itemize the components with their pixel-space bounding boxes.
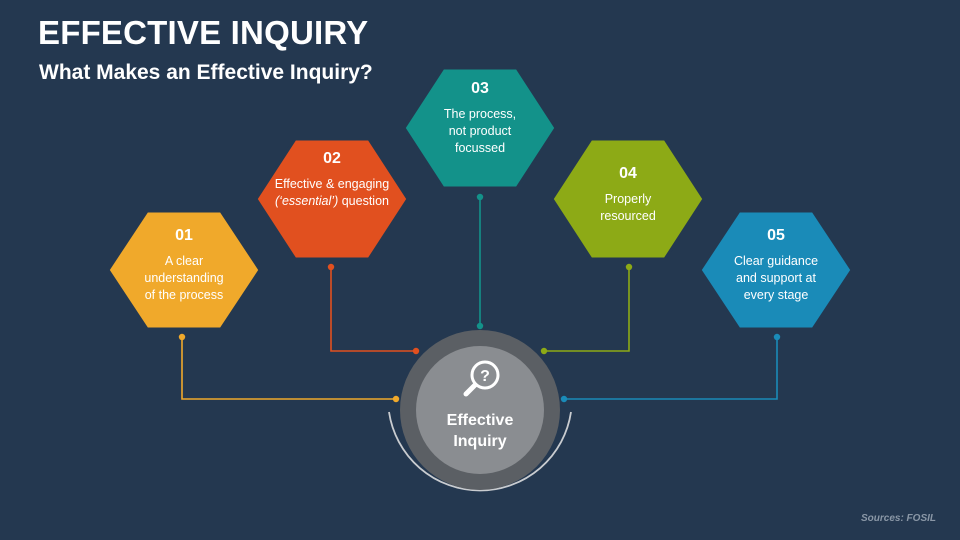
slide-title: EFFECTIVE INQUIRY bbox=[38, 14, 369, 51]
center-hub: ? bbox=[388, 330, 572, 492]
connector-dot bbox=[540, 347, 548, 355]
step-number: 03 bbox=[471, 80, 489, 97]
hexagon-01-text: 01 A clear understanding of the process bbox=[124, 227, 244, 304]
hexagon-03 bbox=[402, 66, 558, 190]
hexagon-02-text: 02 Effective & engaging (‘essential’) qu… bbox=[262, 150, 402, 210]
connector-dot bbox=[327, 263, 335, 271]
source-note: Sources: FOSIL bbox=[860, 513, 936, 524]
connector-dot bbox=[560, 395, 568, 403]
hexagon-04-text: 04 Properly resourced bbox=[568, 165, 688, 225]
connector-05 bbox=[564, 337, 778, 400]
step-description: Properly resourced bbox=[600, 192, 656, 223]
step-description: A clear understanding of the process bbox=[144, 254, 224, 302]
hexagon-01 bbox=[106, 209, 262, 331]
svg-text:?: ? bbox=[480, 368, 490, 385]
hexagon-05-text: 05 Clear guidance and support at every s… bbox=[714, 227, 838, 304]
connector-dot bbox=[392, 395, 400, 403]
connector-dot bbox=[476, 322, 484, 330]
connector-dot bbox=[412, 347, 420, 355]
hexagons bbox=[106, 66, 854, 331]
step-number: 01 bbox=[175, 227, 193, 244]
connector-dot bbox=[178, 333, 186, 341]
center-inner-circle bbox=[416, 346, 544, 474]
step-description: Clear guidance and support at every stag… bbox=[733, 254, 819, 302]
connector-02 bbox=[330, 267, 416, 352]
slide-subtitle: What Makes an Effective Inquiry? bbox=[39, 61, 373, 84]
connector-04 bbox=[544, 267, 630, 352]
connectors bbox=[181, 197, 778, 400]
step-description: The process, not product focussed bbox=[443, 107, 517, 155]
step-number: 04 bbox=[619, 165, 637, 182]
step-number: 02 bbox=[323, 150, 341, 167]
hexagon-05 bbox=[698, 209, 854, 331]
center-arc bbox=[388, 411, 572, 492]
connector-dot bbox=[773, 333, 781, 341]
connector-dot bbox=[625, 263, 633, 271]
hexagon-02 bbox=[254, 137, 410, 261]
connector-01 bbox=[181, 337, 396, 400]
connector-dots bbox=[178, 193, 781, 403]
hexagon-03-text: 03 The process, not product focussed bbox=[420, 80, 540, 157]
hexagon-04 bbox=[550, 137, 706, 261]
step-description: Effective & engaging (‘essential’) quest… bbox=[274, 177, 390, 208]
center-label: Effective Inquiry bbox=[446, 412, 514, 450]
magnifier-question-icon: ? bbox=[463, 360, 500, 397]
step-number: 05 bbox=[767, 227, 785, 244]
connector-dot bbox=[476, 193, 484, 201]
